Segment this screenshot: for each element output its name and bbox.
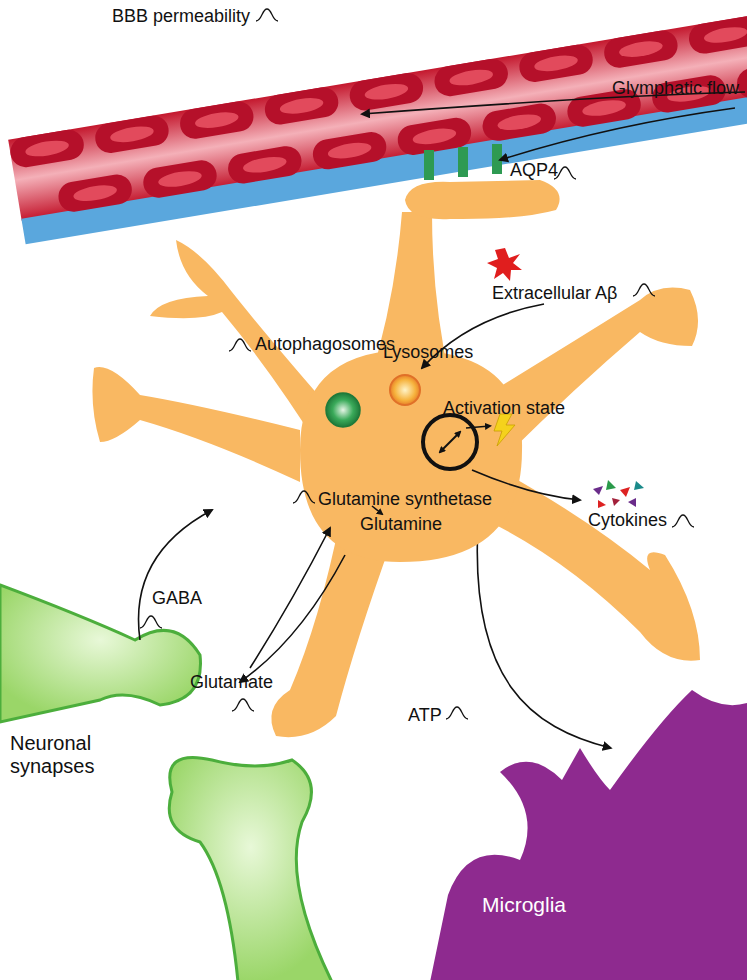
node-label: Activation state xyxy=(443,398,565,419)
amyloid-beta xyxy=(487,248,522,281)
arrows xyxy=(139,92,746,682)
annotation-label: Glymphatic flow xyxy=(612,78,739,99)
microglia-shape xyxy=(430,690,747,980)
autophagosome xyxy=(326,393,360,427)
synapse-lower xyxy=(169,757,332,980)
annotation-label: BBB permeability xyxy=(112,6,250,27)
cytokine-particles xyxy=(593,480,644,508)
annotation-label: GABA xyxy=(152,588,202,609)
astrocyte: AutophagosomesLysosomesActivation stateG… xyxy=(90,170,700,830)
level-waves xyxy=(140,9,694,719)
microglia-cell: Microglia xyxy=(430,690,747,980)
annotation-label: Neuronal synapses xyxy=(10,732,130,778)
node-label: Autophagosomes xyxy=(255,334,395,355)
node-label: Lysosomes xyxy=(383,342,473,363)
blood-vessel xyxy=(8,0,747,244)
lightning-icon xyxy=(494,414,515,446)
lysosome xyxy=(390,375,420,405)
edge-label: ATP xyxy=(408,705,442,726)
annotation-label: Cytokines xyxy=(588,510,667,531)
annotation-label: Extracellular Aβ xyxy=(492,283,617,304)
astrocyte-body xyxy=(92,180,700,737)
node-label: Microglia xyxy=(482,893,566,917)
annotation-label: AQP4 xyxy=(510,160,558,181)
node-label: Glutamine xyxy=(360,514,442,535)
activation-dial xyxy=(423,415,477,469)
annotation-label: Glutamate xyxy=(190,672,273,693)
node-label: Glutamine synthetase xyxy=(318,489,492,510)
aqp4-channels xyxy=(424,144,502,180)
